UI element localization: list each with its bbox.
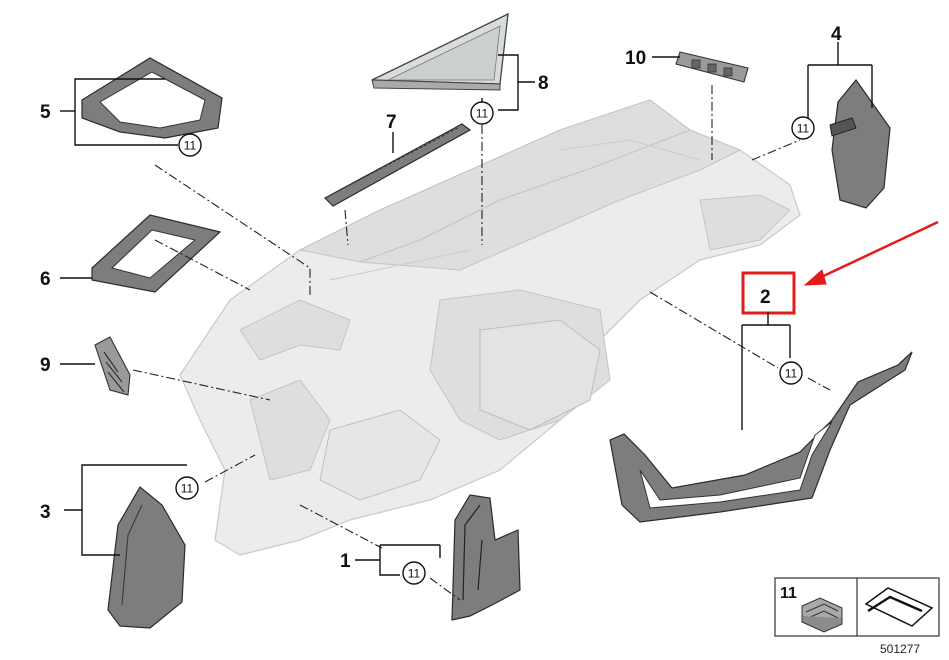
label-part-7: 7 — [386, 112, 397, 133]
svg-text:11: 11 — [797, 122, 810, 136]
highlight-arrow — [814, 220, 939, 282]
clip-callouts: 11 11 11 11 11 11 — [175, 101, 815, 585]
connection-lines — [132, 85, 831, 601]
callout-11-part-3: 11 — [175, 476, 199, 500]
callout-11-part-1: 11 — [402, 561, 426, 585]
label-part-5: 5 — [40, 102, 51, 123]
panel-symbol-icon — [864, 587, 934, 627]
part-1-bracket — [451, 494, 521, 621]
leader-lines — [60, 42, 873, 576]
label-part-4: 4 — [831, 24, 842, 45]
legend: 11 — [774, 577, 940, 637]
diagram-number: 501277 — [880, 642, 920, 656]
part-7-strip — [324, 123, 472, 207]
svg-text:11: 11 — [181, 482, 194, 496]
callout-11-part-8: 11 — [470, 101, 494, 125]
part-9-vent — [94, 336, 131, 396]
callout-11-part-4: 11 — [791, 116, 815, 140]
svg-text:11: 11 — [476, 107, 489, 121]
callout-11-part-5: 11 — [178, 133, 202, 157]
highlight-callout — [741, 220, 939, 315]
svg-text:11: 11 — [184, 139, 197, 153]
label-part-2: 2 — [760, 287, 771, 308]
callout-11-part-2: 11 — [779, 361, 803, 385]
label-part-8: 8 — [538, 73, 549, 94]
label-part-10: 10 — [625, 48, 646, 69]
part-10-bracket — [675, 51, 749, 83]
part-5-frame — [81, 57, 223, 139]
part-number-labels: 1 2 3 4 5 6 7 8 9 10 — [40, 24, 842, 572]
part-8-trim — [371, 12, 509, 91]
part-3-cover — [107, 486, 186, 629]
svg-text:11: 11 — [408, 567, 421, 581]
legend-item-number: 11 — [780, 585, 797, 602]
label-part-3: 3 — [40, 502, 51, 523]
part-2-trim-panel — [609, 351, 913, 523]
label-part-9: 9 — [40, 355, 51, 376]
label-part-1: 1 — [340, 551, 351, 572]
svg-text:11: 11 — [785, 367, 798, 381]
clip-icon — [801, 597, 843, 633]
part-4-side-cover — [829, 79, 891, 209]
part-6-frame — [91, 214, 222, 293]
label-part-6: 6 — [40, 269, 51, 290]
dashboard-carrier — [179, 99, 801, 556]
highlight-arrowhead — [803, 269, 827, 286]
